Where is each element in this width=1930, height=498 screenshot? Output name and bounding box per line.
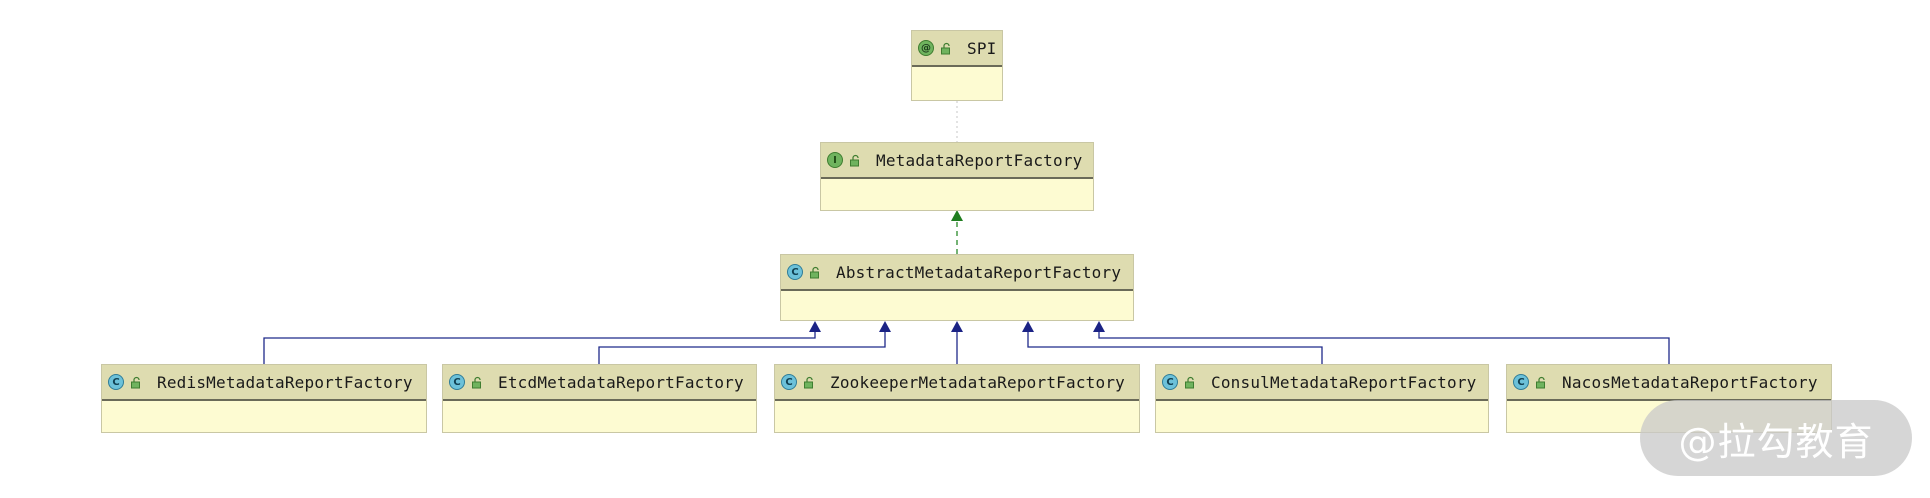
node-spi-name: SPI	[967, 38, 997, 58]
annotation-badge-icon: @	[918, 40, 934, 56]
arrowhead-etcd	[879, 321, 891, 332]
node-redis-metadata-report-factory-header: C RedisMetadataReportFactory	[102, 365, 426, 401]
class-badge-icon: C	[1513, 374, 1529, 390]
node-metadata-report-factory[interactable]: I MetadataReportFactory	[820, 142, 1094, 211]
node-nacos-metadata-report-factory-header: C NacosMetadataReportFactory	[1507, 365, 1831, 401]
edge-nacos-extends-abstract	[1098, 329, 1670, 364]
class-badge-icon: C	[108, 374, 124, 390]
lock-icon	[1536, 376, 1545, 388]
node-zookeeper-metadata-report-factory-header: C ZookeeperMetadataReportFactory	[775, 365, 1139, 401]
arrowhead-nacos	[1093, 321, 1105, 332]
node-spi-header: @ SPI	[912, 31, 1002, 67]
node-spi[interactable]: @ SPI	[911, 30, 1003, 101]
class-badge-icon: C	[781, 374, 797, 390]
node-etcd-metadata-report-factory-name: EtcdMetadataReportFactory	[498, 372, 744, 392]
lock-icon	[804, 376, 813, 388]
arrowhead-zookeeper	[951, 321, 963, 332]
node-consul-metadata-report-factory-name: ConsulMetadataReportFactory	[1211, 372, 1477, 392]
class-badge-icon: C	[449, 374, 465, 390]
watermark: @拉勾教育	[1640, 400, 1912, 476]
node-zookeeper-metadata-report-factory-name: ZookeeperMetadataReportFactory	[830, 372, 1125, 392]
arrowhead-implements	[951, 210, 963, 221]
lock-icon	[472, 376, 481, 388]
node-consul-metadata-report-factory[interactable]: C ConsulMetadataReportFactory	[1155, 364, 1489, 433]
node-redis-metadata-report-factory[interactable]: C RedisMetadataReportFactory	[101, 364, 427, 433]
arrowhead-redis	[809, 321, 821, 332]
node-redis-metadata-report-factory-name: RedisMetadataReportFactory	[157, 372, 413, 392]
lock-icon	[810, 266, 819, 278]
node-abstract-metadata-report-factory[interactable]: C AbstractMetadataReportFactory	[780, 254, 1134, 321]
node-metadata-report-factory-header: I MetadataReportFactory	[821, 143, 1093, 179]
lock-icon	[941, 42, 950, 54]
class-badge-icon: C	[787, 264, 803, 280]
node-zookeeper-metadata-report-factory[interactable]: C ZookeeperMetadataReportFactory	[774, 364, 1140, 433]
node-etcd-metadata-report-factory[interactable]: C EtcdMetadataReportFactory	[442, 364, 757, 433]
lock-icon	[850, 154, 859, 166]
interface-badge-icon: I	[827, 152, 843, 168]
edge-consul-extends-abstract	[1027, 329, 1323, 364]
edge-redis-extends-abstract	[263, 329, 816, 364]
lock-icon	[131, 376, 140, 388]
node-metadata-report-factory-name: MetadataReportFactory	[876, 150, 1083, 170]
node-etcd-metadata-report-factory-header: C EtcdMetadataReportFactory	[443, 365, 756, 401]
lock-icon	[1185, 376, 1194, 388]
edge-etcd-extends-abstract	[598, 329, 886, 364]
node-consul-metadata-report-factory-header: C ConsulMetadataReportFactory	[1156, 365, 1488, 401]
arrowhead-consul	[1022, 321, 1034, 332]
node-nacos-metadata-report-factory-name: NacosMetadataReportFactory	[1562, 372, 1818, 392]
node-abstract-metadata-report-factory-header: C AbstractMetadataReportFactory	[781, 255, 1133, 291]
node-abstract-metadata-report-factory-name: AbstractMetadataReportFactory	[836, 262, 1122, 282]
class-badge-icon: C	[1162, 374, 1178, 390]
